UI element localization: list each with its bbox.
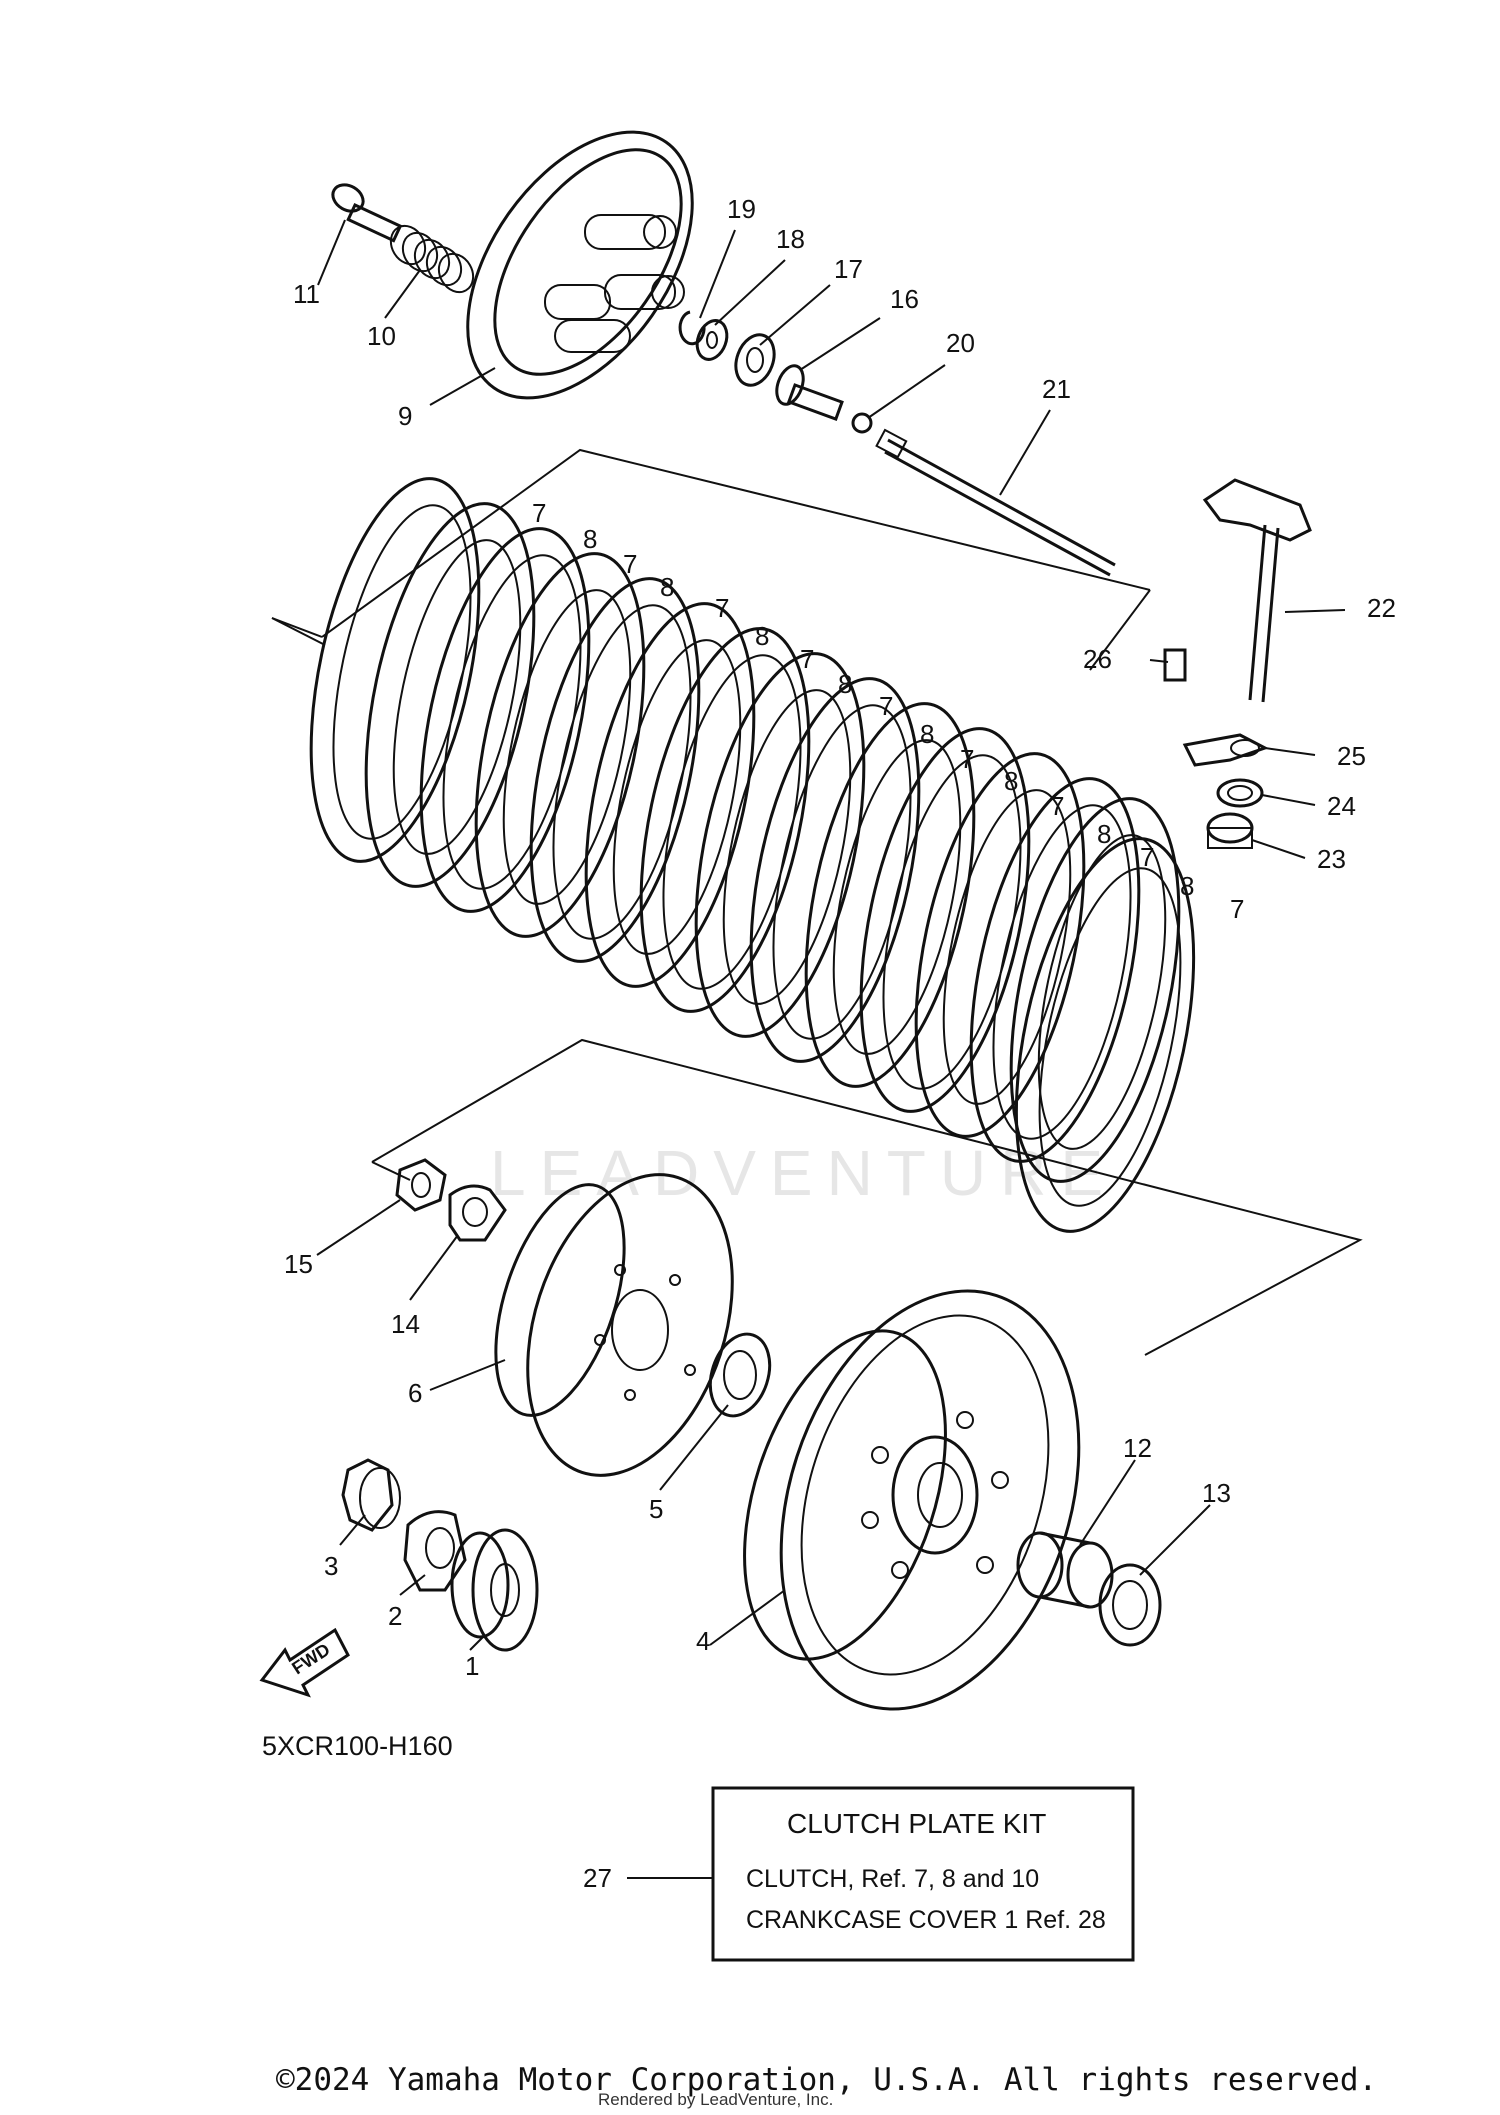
primary-driven-gear-4 bbox=[743, 1289, 1081, 1711]
part-label-14: 14 bbox=[391, 1309, 420, 1339]
kit-line-2: CRANKCASE COVER 1 Ref. 28 bbox=[746, 1906, 1106, 1934]
part-label-7f: 7 bbox=[960, 744, 974, 774]
washer-13 bbox=[1098, 1563, 1162, 1647]
forward-arrow-icon: FWD bbox=[259, 1627, 350, 1698]
clutch-plate-8d bbox=[694, 652, 866, 1038]
plate-pack-bracket bbox=[271, 448, 1151, 671]
friction-plate-7d bbox=[639, 627, 811, 1013]
copyright-notice: ©2024 Yamaha Motor Corporation, U.S.A. A… bbox=[276, 2062, 1378, 2098]
part-label-2: 2 bbox=[388, 1601, 402, 1631]
part-label-15: 15 bbox=[284, 1249, 313, 1279]
part-label-7a: 7 bbox=[532, 498, 546, 528]
clutch-plate-8c bbox=[584, 602, 756, 988]
part-label-12: 12 bbox=[1123, 1433, 1152, 1463]
plate-25 bbox=[1182, 733, 1269, 767]
part-label-5: 5 bbox=[649, 1494, 663, 1524]
part-label-8c: 8 bbox=[755, 621, 769, 651]
part-label-7c: 7 bbox=[715, 593, 729, 623]
part-label-20: 20 bbox=[946, 328, 975, 358]
part-label-9: 9 bbox=[398, 401, 412, 431]
part-label-3: 3 bbox=[324, 1551, 338, 1581]
ball-20 bbox=[851, 412, 873, 434]
part-label-8e: 8 bbox=[920, 719, 934, 749]
kit-ref-number: 27 bbox=[583, 1863, 612, 1893]
lock-washer-14 bbox=[448, 1184, 507, 1242]
part-label-23: 23 bbox=[1317, 844, 1346, 874]
part-label-7b: 7 bbox=[623, 549, 637, 579]
part-label-8h: 8 bbox=[1180, 871, 1194, 901]
part-label-8d: 8 bbox=[838, 669, 852, 699]
friction-plate-7h bbox=[1014, 837, 1196, 1233]
part-label-13: 13 bbox=[1202, 1478, 1231, 1508]
part-label-21: 21 bbox=[1042, 374, 1071, 404]
part-label-7d: 7 bbox=[800, 644, 814, 674]
nut-15 bbox=[395, 1158, 447, 1212]
part-label-16: 16 bbox=[890, 284, 919, 314]
bearing-23 bbox=[1206, 812, 1254, 849]
part-label-18: 18 bbox=[776, 224, 805, 254]
clutch-plate-8f bbox=[914, 752, 1086, 1138]
push-rod-16 bbox=[775, 364, 844, 421]
clutch-plate-8 bbox=[364, 502, 536, 888]
part-label-8a: 8 bbox=[583, 524, 597, 554]
lock-washer-2 bbox=[403, 1510, 467, 1592]
part-number-labels: 11 10 9 19 18 17 16 20 21 22 26 25 24 23… bbox=[284, 194, 1396, 1681]
part-label-7e: 7 bbox=[879, 691, 893, 721]
kit-title: CLUTCH PLATE KIT bbox=[787, 1808, 1046, 1839]
diagram-code: 5XCR100-H160 bbox=[262, 1731, 453, 1761]
part-label-8g: 8 bbox=[1097, 819, 1111, 849]
friction-plate-7 bbox=[309, 477, 481, 863]
friction-plate-7e bbox=[749, 677, 921, 1063]
part-label-7i: 7 bbox=[1230, 894, 1244, 924]
bolt-11 bbox=[331, 183, 403, 243]
bolt-26 bbox=[1163, 648, 1187, 682]
part-label-22: 22 bbox=[1367, 593, 1396, 623]
clutch-plate-8g bbox=[1009, 797, 1181, 1183]
oil-seal-24 bbox=[1216, 778, 1264, 808]
part-label-8f: 8 bbox=[1004, 766, 1018, 796]
part-label-4: 4 bbox=[696, 1626, 710, 1656]
friction-plate-7c bbox=[529, 577, 701, 963]
rendered-by-notice: Rendered by LeadVenture, Inc. bbox=[598, 2090, 834, 2109]
clutch-plate-8e bbox=[804, 702, 976, 1088]
pressure-plate-9 bbox=[466, 130, 694, 400]
primary-drive-gear-1 bbox=[450, 1528, 539, 1652]
bearing-17 bbox=[734, 333, 776, 387]
part-label-7h: 7 bbox=[1140, 842, 1154, 872]
clutch-plate-8b bbox=[474, 552, 646, 938]
part-label-7g: 7 bbox=[1050, 791, 1064, 821]
part-label-6: 6 bbox=[408, 1378, 422, 1408]
part-label-10: 10 bbox=[367, 321, 396, 351]
part-label-8b: 8 bbox=[660, 572, 674, 602]
leader-lines bbox=[316, 219, 1346, 1879]
part-label-25: 25 bbox=[1337, 741, 1366, 771]
friction-plate-7f bbox=[859, 727, 1031, 1113]
watermark: LEADVENTURE bbox=[490, 1137, 1117, 1209]
washer-18 bbox=[695, 319, 729, 361]
collar-12 bbox=[1016, 1531, 1114, 1609]
push-rod-21 bbox=[875, 428, 1116, 577]
friction-plate-7b bbox=[419, 527, 591, 913]
part-label-19: 19 bbox=[727, 194, 756, 224]
nut-3 bbox=[341, 1458, 401, 1532]
push-lever-shaft-22 bbox=[1202, 478, 1312, 703]
part-label-26: 26 bbox=[1083, 644, 1112, 674]
part-label-17: 17 bbox=[834, 254, 863, 284]
kit-line-1: CLUTCH, Ref. 7, 8 and 10 bbox=[746, 1865, 1039, 1893]
thrust-washer-5 bbox=[708, 1332, 772, 1418]
clutch-plate-kit-box: 27 CLUTCH PLATE KIT CLUTCH, Ref. 7, 8 an… bbox=[583, 1786, 1135, 1962]
part-label-11: 11 bbox=[293, 279, 320, 309]
friction-plate-7g bbox=[969, 777, 1141, 1163]
part-label-1: 1 bbox=[465, 1651, 479, 1681]
hub-bracket bbox=[371, 1038, 1363, 1356]
circlip-19 bbox=[678, 310, 706, 346]
part-label-24: 24 bbox=[1327, 791, 1356, 821]
